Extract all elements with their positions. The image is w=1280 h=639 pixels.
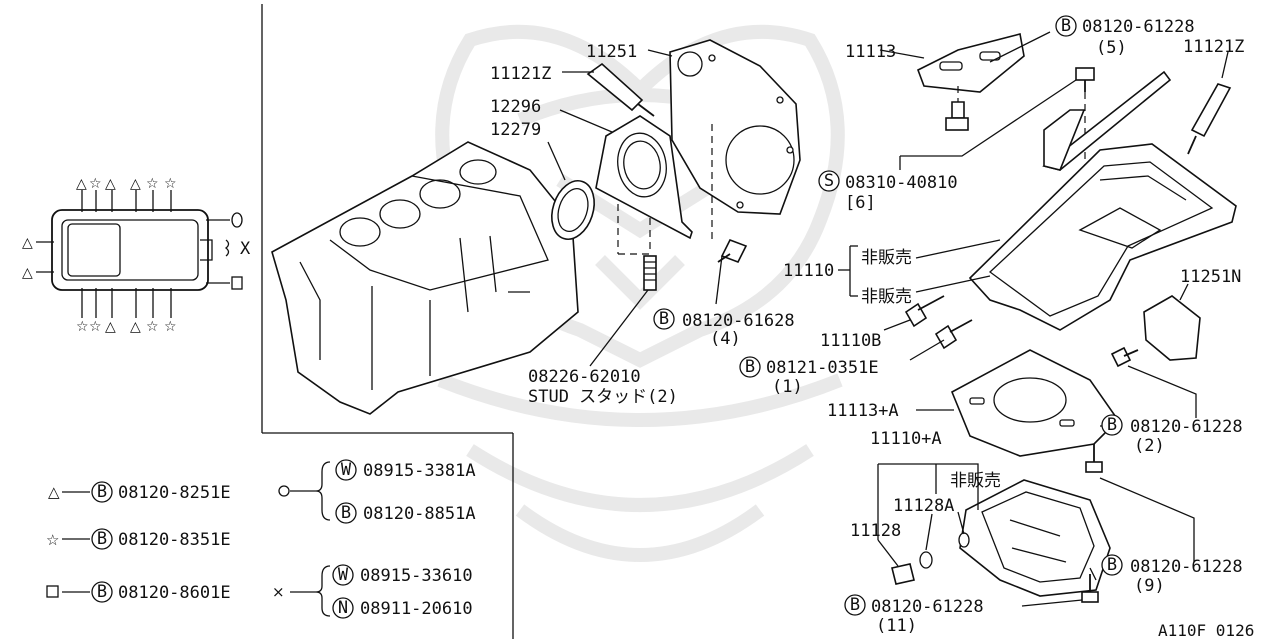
label-12279: 12279 [490, 120, 541, 140]
label-b-61628: 08120-61628 [682, 311, 795, 331]
frame-lines [261, 4, 514, 639]
svg-text:B: B [1107, 555, 1117, 575]
label-qty-2: (2) [1134, 436, 1165, 456]
label-b-61228-5: 08120-61228 [1082, 17, 1195, 37]
marker-circles [91, 15, 1123, 619]
label-b-0351e: 08121-0351E [766, 358, 879, 378]
svg-text:N: N [338, 598, 348, 618]
label-not-sold-1: 非販売 [861, 248, 912, 268]
oil-pan [968, 70, 1237, 331]
bolt-61228-9 [1085, 444, 1103, 473]
bolt-61628 [717, 238, 748, 264]
drain-bolts [904, 295, 973, 350]
label-12296: 12296 [490, 97, 541, 117]
svg-text:B: B [97, 529, 107, 549]
label-qty-4: (4) [710, 329, 741, 349]
svg-text:△: △ [105, 176, 116, 192]
engine-block [271, 141, 579, 415]
label-11121z-top: 11121Z [490, 64, 551, 84]
baffle-plate [916, 33, 1025, 131]
label-stud-desc: STUD スタッド(2) [528, 387, 678, 407]
marker-letters: B S B B B B B B W B B B W N [97, 16, 1117, 618]
label-qty-6: [6] [845, 193, 876, 213]
label-qty-11: (11) [876, 616, 917, 636]
label-not-sold-3: 非販売 [950, 471, 1001, 491]
svg-text:☆: ☆ [89, 176, 102, 192]
label-stud-number: 08226-62010 [528, 367, 641, 387]
label-11110b: 11110B [820, 331, 881, 351]
legend: △ ☆ × 08120-8251E 08915-3381A 08120-8851… [46, 461, 476, 619]
svg-text:△: △ [105, 319, 116, 335]
figure-code: A110F 0126 [1158, 621, 1254, 639]
svg-text:B: B [97, 482, 107, 502]
label-11251n: 11251N [1180, 267, 1241, 287]
label-qty-5: (5) [1096, 38, 1127, 58]
lower-baffle [950, 349, 1120, 457]
svg-text:△: △ [22, 265, 33, 281]
small-cover [1110, 295, 1201, 368]
svg-text:B: B [745, 357, 755, 377]
lower-oil-pan [891, 479, 1111, 603]
part-labels: 11251 11121Z 12296 12279 11113 08120-612… [490, 17, 1254, 639]
svg-text:△: △ [130, 176, 141, 192]
label-11121z-right: 11121Z [1183, 37, 1244, 57]
svg-text:△: △ [22, 235, 33, 251]
label-11113: 11113 [845, 42, 896, 62]
legend-row3-w: 08915-33610 [360, 566, 473, 586]
legend-row1-b: 08120-8851A [363, 504, 476, 524]
label-11110: 11110 [783, 261, 834, 281]
sealant-tube [586, 62, 655, 117]
svg-text:B: B [1107, 415, 1117, 435]
label-11113a: 11113+A [827, 401, 899, 421]
leader-lines [547, 31, 1229, 607]
svg-text:☆: ☆ [164, 176, 177, 192]
svg-text:☆: ☆ [146, 176, 159, 192]
oil-seal-assembly [551, 115, 693, 255]
label-b-61228-11: 08120-61228 [871, 597, 984, 617]
legend-row3-part: 08120-8601E [118, 583, 231, 603]
svg-text:B: B [659, 309, 669, 329]
label-11128: 11128 [850, 521, 901, 541]
svg-text:☆: ☆ [89, 319, 102, 335]
svg-text:B: B [1061, 16, 1071, 36]
label-11110a: 11110+A [870, 429, 942, 449]
label-b-61228-9: 08120-61228 [1130, 557, 1243, 577]
svg-text:S: S [824, 171, 834, 191]
svg-text:☆: ☆ [76, 319, 89, 335]
svg-text:B: B [850, 595, 860, 615]
svg-text:☆: ☆ [146, 319, 159, 335]
legend-row1-part: 08120-8251E [118, 483, 231, 503]
svg-text:☆: ☆ [46, 531, 59, 549]
stud-bolt [643, 255, 657, 291]
svg-text:△: △ [76, 176, 87, 192]
oil-pan-schematic: △☆△ △☆☆ ☆☆△ △☆☆ △△ X [22, 176, 251, 335]
legend-row3-n: 08911-20610 [360, 599, 473, 619]
svg-text:B: B [341, 503, 351, 523]
legend-row1-w: 08915-3381A [363, 461, 476, 481]
svg-text:△: △ [130, 319, 141, 335]
svg-text:△: △ [48, 483, 60, 501]
label-11251: 11251 [586, 42, 637, 62]
svg-text:W: W [341, 460, 352, 480]
rear-plate [669, 39, 801, 240]
svg-text:☆: ☆ [164, 319, 177, 335]
svg-text:B: B [97, 582, 107, 602]
label-not-sold-2: 非販売 [861, 287, 912, 307]
label-qty-1: (1) [772, 377, 803, 397]
svg-text:×: × [272, 583, 285, 601]
legend-row2-part: 08120-8351E [118, 530, 231, 550]
pan-key-x: X [240, 239, 251, 259]
label-qty-9: (9) [1134, 576, 1165, 596]
svg-text:W: W [338, 565, 349, 585]
sealant-tube-right [1187, 83, 1232, 155]
label-11128a: 11128A [893, 496, 954, 516]
label-b-61228-2: 08120-61228 [1130, 417, 1243, 437]
label-s-40810: 08310-40810 [845, 173, 958, 193]
